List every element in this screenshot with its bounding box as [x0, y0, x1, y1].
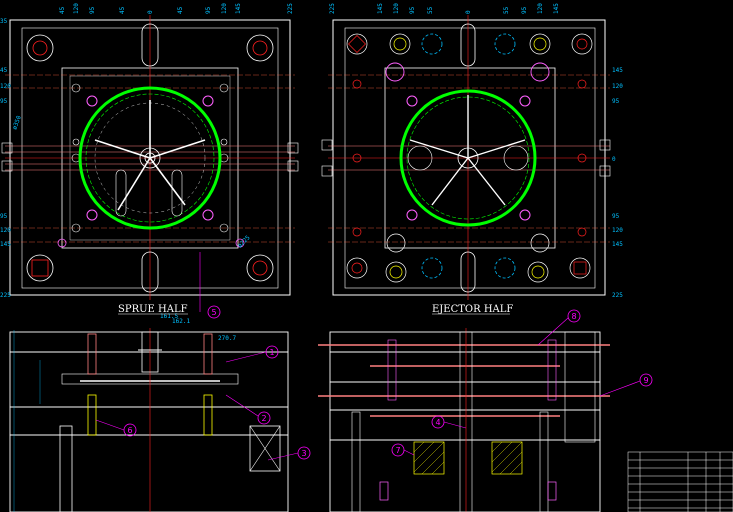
dim-right-side-1: 120 [612, 83, 623, 90]
dim-left-corner: 225 [0, 292, 11, 299]
balloon-7 [391, 443, 405, 457]
dim-left-top-2: 95 [89, 6, 96, 14]
dimension-labels: 45 120 95 45 0 45 95 120 145 225 35 45 1… [0, 3, 623, 342]
svg-text:1: 1 [270, 348, 275, 357]
balloon-9 [639, 373, 653, 387]
balloon-callouts: 1 2 3 4 5 6 7 8 9 [95, 252, 653, 461]
balloon-5 [207, 305, 221, 319]
dim-right-side-2: 95 [612, 98, 620, 105]
svg-text:8: 8 [572, 312, 577, 321]
dim-right-corner: 225 [612, 292, 623, 299]
balloon-8 [567, 309, 581, 323]
dim-right-top-5: 55 [503, 6, 510, 14]
corner-holes [26, 34, 274, 282]
dim-right-top-7: 120 [537, 3, 544, 14]
dim-right-top-3: 55 [427, 6, 434, 14]
dim-right-side-3: 0 [612, 156, 616, 163]
balloon-2 [257, 411, 271, 425]
ejector-cavity-ring [399, 89, 537, 227]
cavity-ring [78, 86, 222, 230]
svg-text:6: 6 [128, 426, 133, 435]
dim-right-side-0: 145 [612, 67, 623, 74]
dim-right-top-6: 95 [521, 6, 528, 14]
svg-text:4: 4 [436, 418, 441, 427]
balloon-3 [297, 446, 311, 460]
title-block [627, 451, 733, 512]
ejector-half-title: EJECTOR HALF [432, 304, 513, 315]
dim-left-top-3: 45 [119, 6, 126, 14]
dim-misc-0: 161.5 [160, 313, 178, 320]
slot-top [141, 23, 159, 67]
svg-text:3: 3 [302, 449, 307, 458]
dim-left-top-6: 95 [205, 6, 212, 14]
balloon-4 [431, 415, 445, 429]
dim-right-side-5: 120 [612, 227, 623, 234]
ejector-half-plan [321, 15, 611, 300]
sprue-center [139, 147, 161, 169]
ejector-section [318, 328, 610, 512]
guide-pins [57, 83, 245, 248]
dim-right-top-0: 145 [377, 3, 384, 14]
dim-right-side-6: 145 [612, 241, 623, 248]
dim-left-side-1: 45 [0, 67, 8, 74]
dim-left-side-4: 95 [0, 213, 8, 220]
sprue-half-plan [1, 15, 299, 300]
ejector-plate-outline [332, 19, 606, 296]
dim-left-top-0: 45 [59, 6, 66, 14]
ejector-bottom-holes [346, 153, 591, 283]
svg-text:2: 2 [262, 414, 267, 423]
dim-left-top-8: 145 [235, 3, 242, 14]
dim-left-top-4: 0 [147, 10, 154, 14]
sprue-section [9, 328, 289, 512]
balloon-1 [265, 345, 279, 359]
svg-text:5: 5 [212, 308, 217, 317]
dim-right-top-4: 0 [465, 10, 472, 14]
dim-left-top-1: 120 [73, 3, 80, 14]
dim-left-side-6: 145 [0, 241, 11, 248]
svg-text:7: 7 [396, 446, 401, 455]
dim-right-top-1: 120 [393, 3, 400, 14]
dim-right-top-9: 225 [329, 3, 336, 14]
dim-left-side-5: 120 [0, 227, 11, 234]
dim-left-side-0: 35 [0, 18, 8, 25]
dim-left-top-5: 45 [177, 6, 184, 14]
dim-misc-4: ø225 [236, 234, 251, 249]
dim-misc-1: 162.1 [172, 318, 190, 325]
dim-left-side-3: 95 [0, 98, 8, 105]
slot-bottom [141, 251, 159, 293]
ejector-top-holes [346, 33, 593, 107]
dim-right-top-2: 95 [409, 6, 416, 14]
balloon-6 [123, 423, 137, 437]
dim-misc-2: 270.7 [218, 335, 236, 342]
dim-left-top-7: 120 [221, 3, 228, 14]
dim-misc-3: ø350 [11, 114, 23, 130]
sprue-half-title: SPRUE HALF [118, 304, 188, 315]
dim-right-top-8: 145 [553, 3, 560, 14]
dim-left-top-9: 225 [287, 3, 294, 14]
dim-right-side-4: 95 [612, 213, 620, 220]
svg-text:9: 9 [644, 376, 649, 385]
dim-left-side-2: 120 [0, 83, 11, 90]
